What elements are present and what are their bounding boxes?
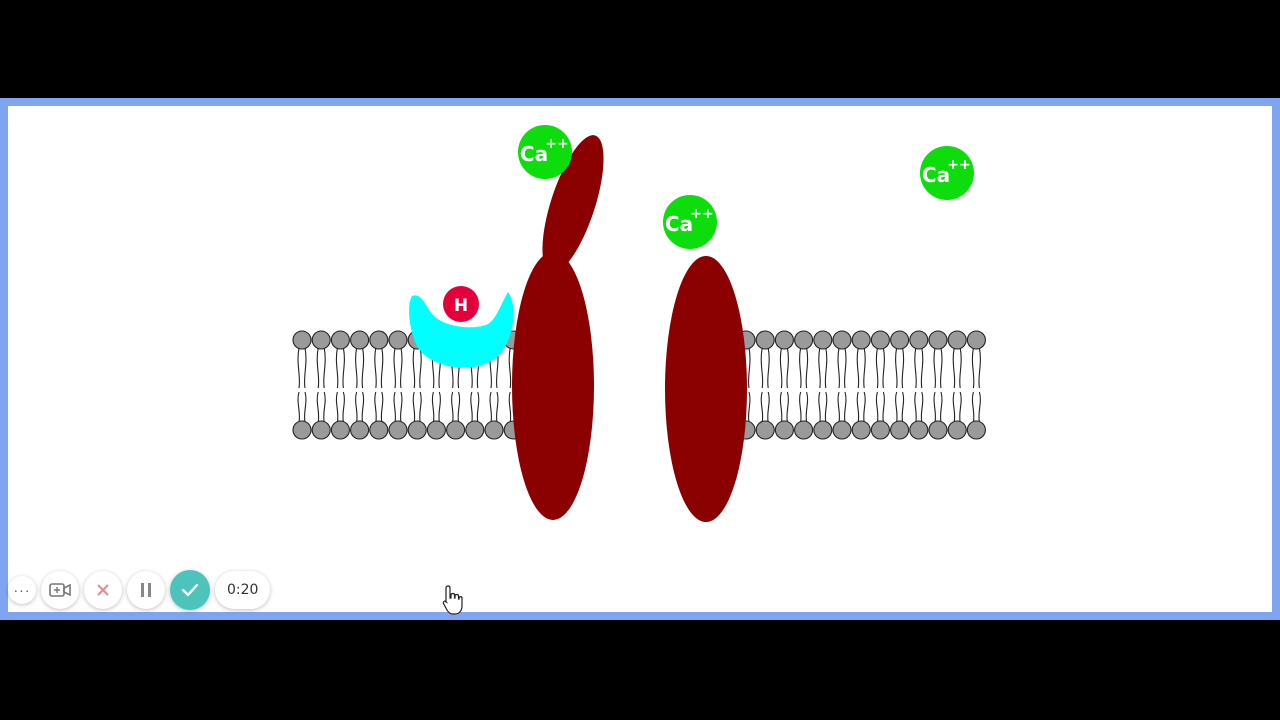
channel-gate [542,135,604,273]
channel-subunit-right [665,256,747,522]
phospholipid [292,330,312,440]
phospholipid [870,330,890,440]
ion-charge: ++ [690,206,713,222]
finish-recording-button[interactable] [170,570,210,610]
channel-subunit-left [512,252,594,520]
more-icon: ··· [13,582,31,598]
hand-cursor-icon [442,585,463,615]
camera-toggle-button[interactable] [41,571,79,609]
phospholipid [947,330,967,440]
phospholipid [832,330,852,440]
lipid-bilayer-right [736,330,986,440]
phospholipid [794,330,814,440]
membrane-diagram: H Ca ++ Ca ++ Ca ++ [292,125,986,522]
phospholipid [330,330,350,440]
ion-label: Ca [520,142,548,166]
calcium-ion: Ca ++ [518,125,572,179]
phospholipid [774,330,794,440]
ion-label: Ca [665,212,693,236]
phospholipid [909,330,929,440]
receptor-protein [409,292,514,368]
recording-frame: H Ca ++ Ca ++ Ca ++ [0,98,1280,620]
phospholipid [890,330,910,440]
phospholipid [813,330,833,440]
hormone-molecule [443,286,479,322]
phospholipid [966,330,986,440]
calcium-ion: Ca ++ [920,146,974,200]
phospholipid [851,330,871,440]
phospholipid [388,330,408,440]
recording-toolbar: ··· 0:20 [8,570,271,610]
pause-button[interactable] [127,571,165,609]
camera-icon [49,583,71,597]
phospholipid [928,330,948,440]
phospholipid [369,330,389,440]
ion-label: Ca [922,163,950,187]
cancel-recording-button[interactable] [84,571,122,609]
phospholipid [350,330,370,440]
ion-charge: ++ [947,157,970,173]
phospholipid [311,330,331,440]
hormone-label: H [454,296,468,316]
ion-charge: ++ [545,136,568,152]
phospholipid [755,330,775,440]
more-options-button[interactable]: ··· [8,576,36,604]
recording-timer: 0:20 [215,571,271,609]
calcium-ion: Ca ++ [663,195,717,249]
close-icon [97,584,109,596]
whiteboard-canvas: H Ca ++ Ca ++ Ca ++ [8,106,1272,612]
pause-icon [141,583,151,597]
check-icon [181,583,199,597]
